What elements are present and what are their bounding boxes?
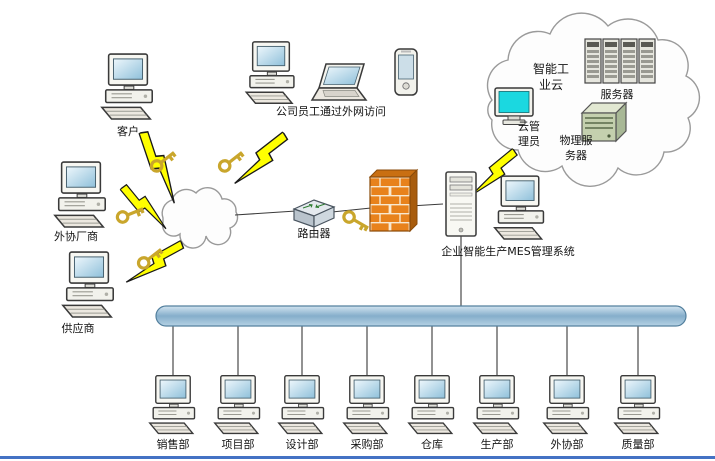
label-supplier: 供应商: [61, 322, 95, 335]
employee-laptop-icon: [311, 63, 367, 101]
dept-computer-icon: [214, 375, 261, 435]
dept-label-warehouse: 仓库: [421, 438, 443, 451]
dept-label-project: 项目部: [221, 438, 255, 451]
dept-label-design: 设计部: [285, 438, 319, 451]
dept-computer-icon: [343, 375, 390, 435]
lightning-employees-icon: [233, 125, 291, 195]
key-icon: [215, 146, 248, 176]
vendor-computer-icon: [54, 161, 106, 228]
firewall-icon: [368, 168, 419, 233]
lightning-supplier-icon: [125, 233, 187, 295]
key-icon: [340, 208, 373, 235]
label-customer: 客户: [117, 125, 139, 138]
dept-label-sales: 销售部: [156, 438, 190, 451]
label-industrial-cloud: 智能工业云: [532, 62, 569, 92]
page-border-bottom: [0, 456, 715, 459]
dept-computer-icon: [473, 375, 520, 435]
mes-server-tower-icon: [445, 171, 477, 237]
dept-computer-icon: [614, 375, 661, 435]
server-rack-icon: [620, 38, 638, 84]
server-rack-icon: [602, 38, 620, 84]
dept-label-production: 生产部: [480, 438, 514, 451]
supplier-computer-icon: [62, 251, 114, 318]
label-cloud-servers: 服务器: [600, 88, 634, 101]
mes-computer-icon: [493, 175, 545, 240]
employee-pda-icon: [394, 48, 418, 96]
label-physical-server: 物理服务器: [559, 134, 593, 162]
label-employees: 公司员工通过外网访问: [276, 105, 386, 118]
label-mes-system: 企业智能生产MES管理系统: [441, 245, 575, 258]
label-vendor: 外协厂商: [54, 230, 98, 243]
server-rack-icon: [584, 38, 602, 84]
dept-computer-icon: [408, 375, 455, 435]
dept-computer-icon: [149, 375, 196, 435]
dept-label-quality: 质量部: [621, 438, 655, 451]
network-bus: [155, 305, 687, 327]
internet-cloud-icon: [161, 187, 239, 249]
dept-label-procurement: 采购部: [350, 438, 384, 451]
customer-computer-icon: [101, 53, 153, 120]
connector-lines: [172, 203, 639, 382]
router-icon: [292, 199, 336, 228]
label-cloud-admin: 云管理员: [518, 120, 540, 148]
dept-computer-icon: [278, 375, 325, 435]
label-router: 路由器: [297, 227, 331, 240]
server-rack-icon: [638, 38, 656, 84]
employee-computer-icon: [245, 41, 295, 104]
dept-computer-icon: [543, 375, 590, 435]
dept-label-outsourcing: 外协部: [550, 438, 584, 451]
